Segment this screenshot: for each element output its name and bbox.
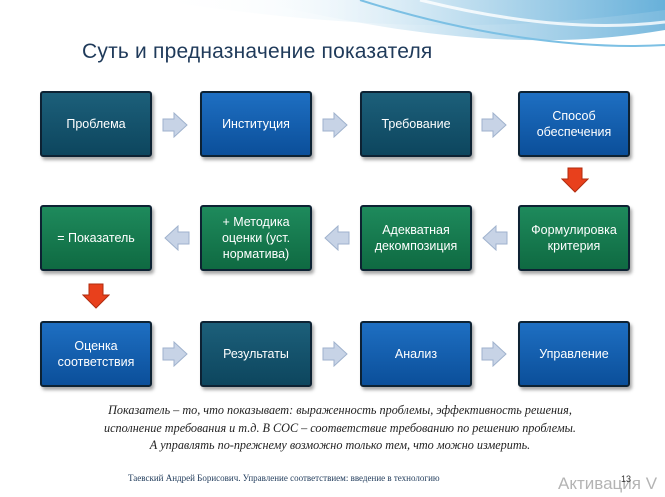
box-sposob: Способ обеспечения	[518, 91, 630, 157]
box-pokazatel: = Показатель	[40, 205, 152, 271]
box-upravlenie-label: Управление	[539, 347, 609, 361]
arrow-right-icon	[322, 341, 348, 367]
box-formulirovka-label: Формулировка критерия	[531, 223, 617, 253]
box-sposob-label: Способ обеспечения	[536, 109, 612, 139]
arrow-left-icon	[482, 225, 508, 251]
arrow-right-icon	[162, 112, 188, 138]
caption-line: А управлять по-прежнему возможно только …	[149, 438, 531, 452]
box-metodika: + Методика оценки (уст. норматива)	[200, 205, 312, 271]
box-institutsiya: Институция	[200, 91, 312, 157]
slide-title: Суть и предназначение показателя	[82, 40, 433, 63]
header-decoration	[150, 0, 665, 47]
box-dekompozitsiya-label: Адекватная декомпозиция	[374, 223, 458, 253]
box-institutsiya-label: Институция	[222, 117, 290, 131]
box-dekompozitsiya: Адекватная декомпозиция	[360, 205, 472, 271]
caption-line: исполнение требования и т.д. В СОС – соо…	[104, 420, 576, 435]
arrow-down-icon	[561, 167, 589, 193]
box-analiz-label: Анализ	[394, 347, 438, 361]
arrow-right-icon	[481, 341, 507, 367]
box-metodika-label: + Методика оценки (уст. норматива)	[221, 215, 291, 261]
box-formulirovka: Формулировка критерия	[518, 205, 630, 271]
page-number: 13	[621, 474, 632, 484]
box-rezultaty: Результаты	[200, 321, 312, 387]
box-upravlenie: Управление	[518, 321, 630, 387]
box-otsenka: Оценка соответствия	[40, 321, 152, 387]
box-trebovanie-label: Требование	[381, 117, 451, 131]
arrow-right-icon	[322, 112, 348, 138]
caption: Показатель – то, что показывает: выражен…	[30, 402, 650, 455]
box-pokazatel-label: = Показатель	[57, 231, 135, 245]
box-otsenka-label: Оценка соответствия	[57, 339, 135, 369]
arrow-down-icon	[82, 283, 110, 309]
box-trebovanie: Требование	[360, 91, 472, 157]
footer-text: Таевский Андрей Борисович. Управление со…	[128, 473, 440, 483]
box-problema: Проблема	[40, 91, 152, 157]
box-problema-label: Проблема	[66, 117, 126, 131]
arrow-right-icon	[162, 341, 188, 367]
caption-line: Показатель – то, что показывает: выражен…	[108, 403, 572, 417]
box-rezultaty-label: Результаты	[223, 347, 289, 361]
arrow-left-icon	[164, 225, 190, 251]
arrow-left-icon	[324, 225, 350, 251]
arrow-right-icon	[481, 112, 507, 138]
box-analiz: Анализ	[360, 321, 472, 387]
activation-watermark: Активация V	[558, 474, 658, 493]
